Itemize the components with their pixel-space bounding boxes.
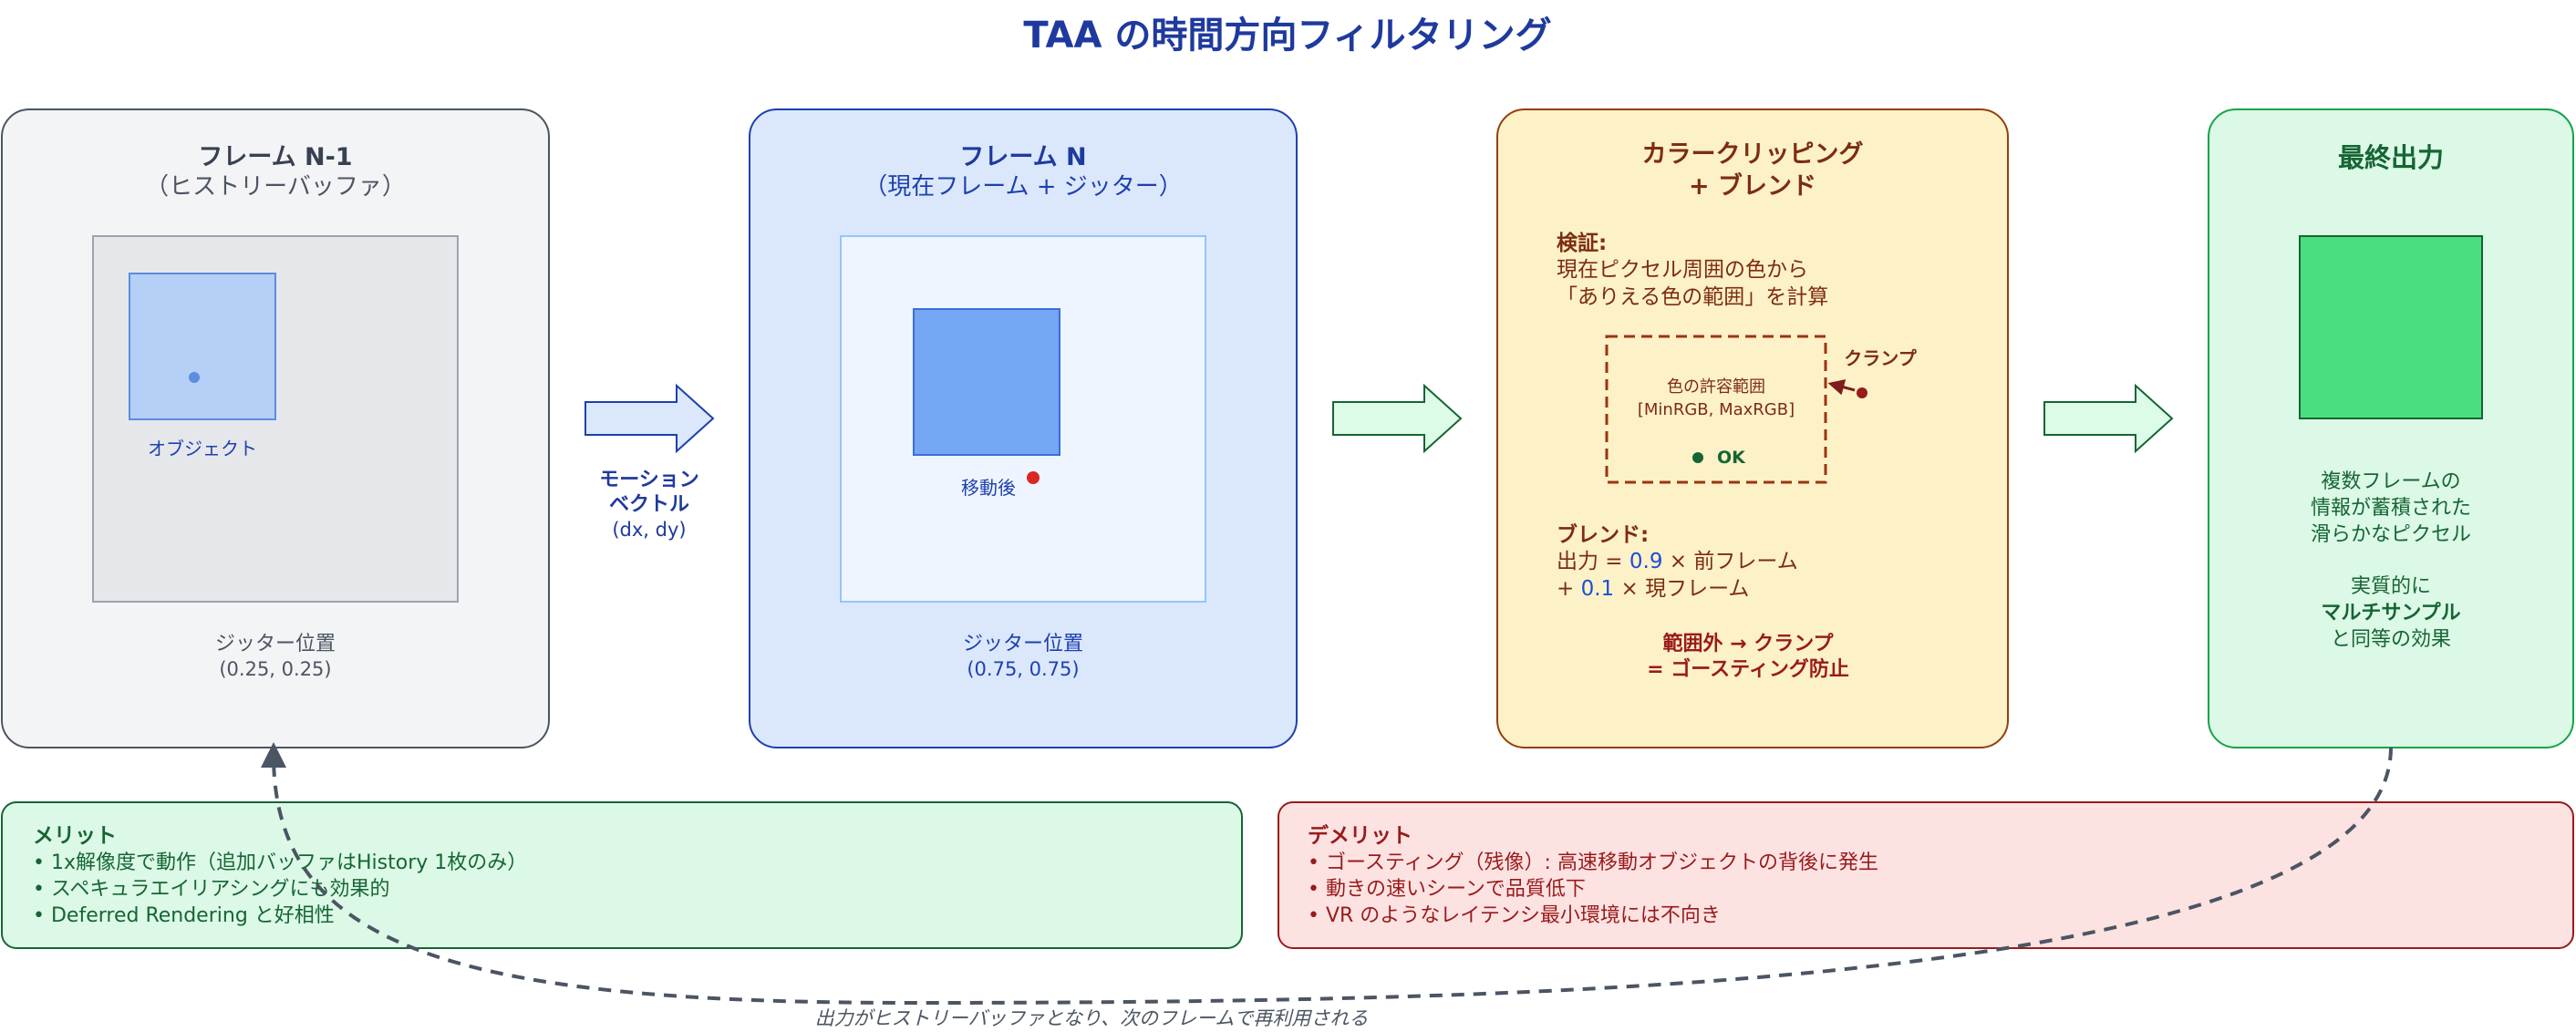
diagram-title: TAA の時間方向フィルタリング xyxy=(1023,15,1551,57)
panel-frame-n: フレーム N （現在フレーム + ジッター） 移動後 ジッター位置 (0.75,… xyxy=(749,108,1298,748)
panel2-jitter-value: (0.75, 0.75) xyxy=(967,658,1079,680)
merits-item-2: • スペキュラエイリアシングにも効果的 xyxy=(33,878,390,901)
merits-item-3: • Deferred Rendering と好相性 xyxy=(33,904,335,927)
ok-dot xyxy=(1692,452,1703,463)
demerits-item-1: • ゴースティング（残像）: 高速移動オブジェクトの背後に発生 xyxy=(1308,851,1878,874)
panel2-jitter-label: ジッター位置 xyxy=(963,633,1083,655)
motion-vector-line2: ベクトル xyxy=(609,493,689,516)
panel-color-clipping: カラークリッピング + ブレンド 検証: 現在ピクセル周囲の色から 「ありえる色… xyxy=(1496,108,2009,748)
object-square xyxy=(129,273,276,420)
blend-weight-current: 0.1 xyxy=(1581,577,1615,601)
output-desc-line3: 滑らかなピクセル xyxy=(2311,523,2471,546)
moved-object-square xyxy=(913,308,1060,456)
arrow-3-right-icon xyxy=(2043,383,2174,454)
panel2-subtitle: （現在フレーム + ジッター） xyxy=(864,173,1183,201)
allowed-color-range-box xyxy=(1605,335,1827,484)
motion-vector-line3: (dx, dy) xyxy=(612,519,686,541)
moved-label: 移動後 xyxy=(961,477,1016,499)
panel-final-output: 最終出力 複数フレームの 情報が蓄積された 滑らかなピクセル 実質的に マルチサ… xyxy=(2208,108,2574,748)
verify-line2: 「ありえる色の範囲」を計算 xyxy=(1557,285,1828,309)
moved-sample-dot xyxy=(1027,471,1040,484)
object-label: オブジェクト xyxy=(148,438,257,459)
output-desc-line5: マルチサンプル xyxy=(2321,602,2460,624)
merits-box: メリット • 1x解像度で動作（追加バッファはHistory 1枚のみ） • ス… xyxy=(1,801,1243,949)
demerits-box: デメリット • ゴースティング（残像）: 高速移動オブジェクトの背後に発生 • … xyxy=(1278,801,2574,949)
verify-heading: 検証: xyxy=(1557,231,1607,255)
panel1-title: フレーム N-1 xyxy=(198,143,352,171)
demerits-item-3: • VR のようなレイテンシ最小環境には不向き xyxy=(1308,904,1721,927)
out-of-range-dot xyxy=(1857,387,1867,398)
range-line1: 色の許容範囲 xyxy=(1667,377,1765,397)
motion-vector-line1: モーション xyxy=(599,469,699,491)
panel1-jitter-value: (0.25, 0.25) xyxy=(219,658,331,680)
merits-heading: メリット xyxy=(33,824,117,848)
ok-label: OK xyxy=(1717,448,1746,468)
range-line2: [MinRGB, MaxRGB] xyxy=(1638,400,1795,419)
clamp-note-line2: = ゴースティング防止 xyxy=(1647,657,1849,681)
panel3-title-line1: カラークリッピング xyxy=(1642,139,1864,169)
blend-weight-previous: 0.9 xyxy=(1629,550,1663,573)
panel1-jitter-label: ジッター位置 xyxy=(215,633,336,655)
arrow-2-right-icon xyxy=(1332,383,1463,454)
blend-line1: 出力 = 0.9 × 前フレーム xyxy=(1557,550,1798,573)
verify-line1: 現在ピクセル周囲の色から xyxy=(1557,258,1808,282)
demerits-heading: デメリット xyxy=(1308,823,1412,848)
panel3-title-line2: + ブレンド xyxy=(1689,171,1816,201)
output-desc-line2: 情報が蓄積された xyxy=(2311,497,2471,520)
blend-line2: + 0.1 × 現フレーム xyxy=(1557,577,1749,601)
output-desc-line1: 複数フレームの xyxy=(2321,470,2460,493)
panel1-subtitle: （ヒストリーバッファ） xyxy=(145,173,406,201)
output-pixel-square xyxy=(2299,235,2483,419)
output-desc-line6: と同等の効果 xyxy=(2331,628,2451,651)
clamp-note-line1: 範囲外 → クランプ xyxy=(1662,632,1834,655)
output-desc-line4: 実質的に xyxy=(2351,575,2431,598)
clamp-label: クランプ xyxy=(1844,347,1917,369)
object-sample-dot xyxy=(189,372,200,383)
blend-heading: ブレンド: xyxy=(1557,522,1649,547)
panel2-title: フレーム N xyxy=(959,143,1086,171)
feedback-label: 出力がヒストリーバッファとなり、次のフレームで再利用される xyxy=(815,1007,1369,1029)
panel4-title: 最終出力 xyxy=(2338,142,2444,173)
clamp-arrow-icon xyxy=(1827,379,1856,396)
panel-frame-n-minus-1: フレーム N-1 （ヒストリーバッファ） オブジェクト ジッター位置 (0.25… xyxy=(1,108,550,748)
feedback-loop-arrow xyxy=(261,742,2393,1006)
arrow-1-right-icon xyxy=(585,383,715,454)
merits-item-1: • 1x解像度で動作（追加バッファはHistory 1枚のみ） xyxy=(33,851,527,874)
demerits-item-2: • 動きの速いシーンで品質低下 xyxy=(1308,878,1586,901)
